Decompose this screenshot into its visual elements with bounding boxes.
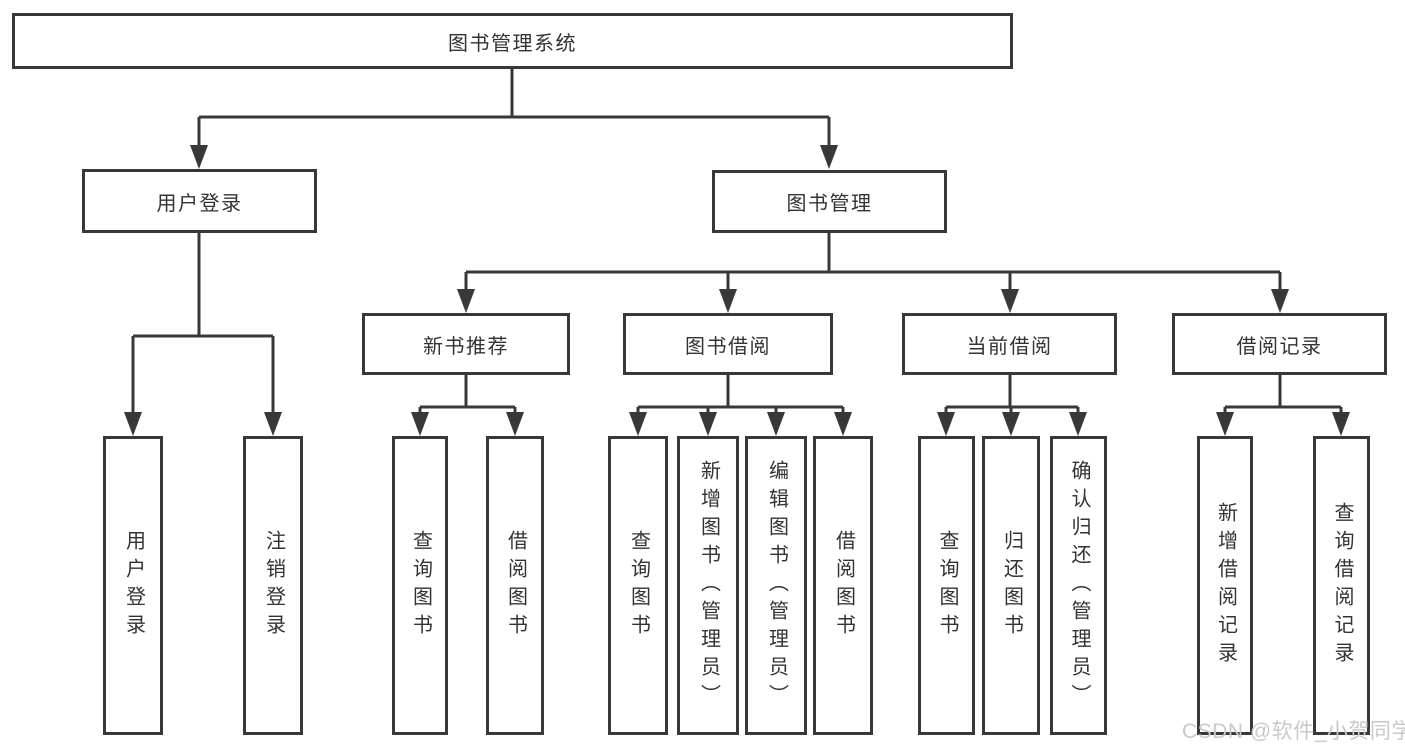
- connector-current-borrow: [944, 375, 1080, 416]
- leaf-query-borrow-record: 查询借阅记录: [1313, 436, 1370, 735]
- node-borrow-record: 借阅记录: [1172, 313, 1387, 375]
- node-current-borrow: 当前借阅: [902, 313, 1117, 375]
- leaf-query-book-3: 查询图书: [918, 436, 975, 735]
- leaf-logout: 注销登录: [243, 436, 303, 735]
- leaf-return-book: 归还图书: [982, 436, 1040, 735]
- arrow-down-icon: [699, 412, 717, 436]
- leaf-query-book-1: 查询图书: [392, 436, 448, 735]
- arrow-down-icon: [1069, 412, 1087, 436]
- leaf-confirm-return-admin: 确认归还（管理员）: [1050, 436, 1107, 735]
- leaf-user-login: 用户登录: [103, 436, 163, 735]
- arrowheads: [124, 145, 1350, 436]
- node-book-mgmt: 图书管理: [712, 170, 947, 233]
- connector-new-book: [418, 375, 517, 416]
- arrow-down-icon: [190, 145, 208, 169]
- connector-book-mgmt: [464, 233, 1282, 293]
- arrow-down-icon: [1216, 412, 1234, 436]
- leaf-query-book-2: 查询图书: [608, 436, 668, 735]
- arrow-down-icon: [1001, 289, 1019, 313]
- arrow-down-icon: [411, 412, 429, 436]
- csdn-watermark: CSDN @软件_小贺同学: [1182, 720, 1405, 743]
- arrow-down-icon: [264, 412, 282, 436]
- connector-borrow-record: [1223, 375, 1343, 416]
- arrow-down-icon: [719, 289, 737, 313]
- connector-user-login: [131, 233, 275, 416]
- node-user-login: 用户登录: [82, 169, 317, 233]
- connector-line-group: [131, 69, 1343, 416]
- arrow-down-icon: [1271, 289, 1289, 313]
- arrow-down-icon: [1332, 412, 1350, 436]
- arrow-down-icon: [767, 412, 785, 436]
- arrow-down-icon: [1002, 412, 1020, 436]
- node-root: 图书管理系统: [12, 13, 1013, 69]
- leaf-borrow-book-2: 借阅图书: [813, 436, 873, 735]
- leaf-add-book-admin: 新增图书（管理员）: [677, 436, 739, 735]
- arrow-down-icon: [820, 145, 838, 169]
- leaf-edit-book-admin: 编辑图书（管理员）: [745, 436, 807, 735]
- arrow-down-icon: [629, 412, 647, 436]
- arrow-down-icon: [937, 412, 955, 436]
- arrow-down-icon: [124, 412, 142, 436]
- leaf-borrow-book-1: 借阅图书: [486, 436, 544, 735]
- leaf-add-borrow-record: 新增借阅记录: [1197, 436, 1253, 735]
- arrow-down-icon: [506, 412, 524, 436]
- node-new-book-rec: 新书推荐: [362, 313, 570, 375]
- arrow-down-icon: [834, 412, 852, 436]
- connector-book-borrow: [636, 375, 845, 416]
- connector-root: [197, 69, 831, 150]
- node-book-borrow: 图书借阅: [623, 313, 833, 375]
- arrow-down-icon: [457, 289, 475, 313]
